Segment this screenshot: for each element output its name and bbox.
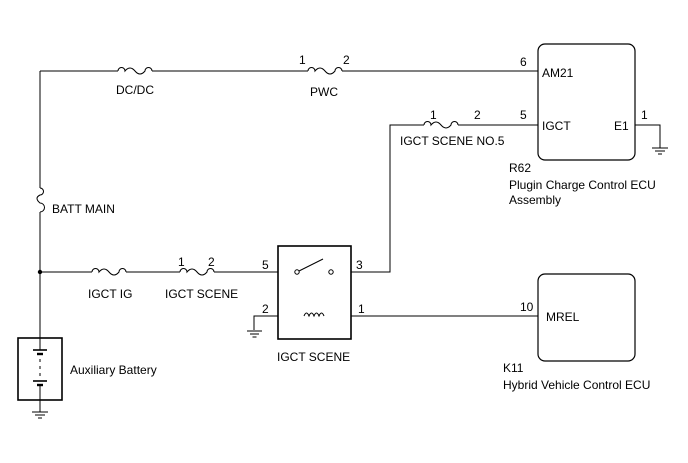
- relay-igct-scene: 5 3 2 1 IGCT SCENE: [262, 245, 365, 364]
- ecu-k11-code: K11: [503, 361, 524, 375]
- ecu-r62-pin-am21: AM21: [542, 66, 574, 80]
- ecu-r62-pin-igct-number: 5: [520, 108, 527, 122]
- relay-pin-2: 2: [262, 302, 269, 316]
- fuse-igct-scene-pin-2: 2: [208, 255, 215, 269]
- ecu-r62-code: R62: [509, 161, 531, 175]
- relay-coil-icon: [303, 312, 325, 318]
- relay-contact-out: [328, 269, 334, 275]
- relay-switch-arm: [298, 258, 324, 272]
- fuse-pwc-pin-2: 2: [343, 53, 350, 67]
- fuse-igct-scene-no5-icon: [423, 121, 459, 129]
- wire-top-main: [39, 70, 538, 188]
- fuse-dcdc-icon: [117, 67, 153, 75]
- fuse-batt-main-label: BATT MAIN: [52, 202, 115, 216]
- fuse-batt-main-icon: [36, 187, 45, 213]
- ecu-k11-box: [537, 273, 636, 362]
- ecu-k11-pin-mrel-number: 10: [520, 300, 534, 314]
- ecu-r62-name-line2: Assembly: [509, 193, 561, 207]
- ecu-k11: 10 MREL K11 Hybrid Vehicle Control ECU: [503, 273, 650, 392]
- relay-contact-in: [294, 269, 300, 275]
- ecu-k11-name: Hybrid Vehicle Control ECU: [503, 378, 650, 392]
- fuse-igct-scene-no5-pin-1: 1: [430, 108, 437, 122]
- ecu-r62: 6 AM21 5 IGCT 1 E1 R62 Plugin Charge Con…: [509, 43, 656, 207]
- junction-dot: [37, 269, 43, 275]
- wire-relay-3-to-igct: [334, 124, 538, 273]
- fuse-igct-scene-icon: [179, 268, 215, 276]
- ground-icon: [247, 330, 262, 338]
- fuse-igct-scene-no5-label: IGCT SCENE NO.5: [400, 134, 505, 148]
- fuse-igct-ig-icon: [91, 268, 127, 276]
- ecu-k11-pin-mrel: MREL: [546, 310, 580, 324]
- wire-e1-ground: [635, 124, 661, 148]
- ecu-r62-pin-e1: E1: [614, 119, 629, 133]
- relay-pin-5: 5: [262, 258, 269, 272]
- ground-icon: [652, 147, 668, 155]
- fuse-dcdc-label: DC/DC: [116, 83, 154, 97]
- relay-box: [277, 245, 352, 340]
- ecu-r62-pin-e1-number: 1: [641, 108, 648, 122]
- fuse-pwc-icon: [307, 67, 343, 75]
- battery-label: Auxiliary Battery: [70, 363, 157, 377]
- fuse-igct-scene-label: IGCT SCENE: [165, 287, 238, 301]
- fuse-pwc-pin-1: 1: [299, 53, 306, 67]
- relay-label: IGCT SCENE: [277, 350, 350, 364]
- ecu-r62-pin-am21-number: 6: [520, 55, 527, 69]
- relay-pin-3: 3: [356, 258, 363, 272]
- fuse-igct-ig-label: IGCT IG: [88, 287, 132, 301]
- fuse-igct-scene-no5-pin-2: 2: [474, 108, 481, 122]
- ground-icon: [32, 411, 48, 419]
- fuse-pwc-label: PWC: [310, 85, 338, 99]
- ecu-r62-pin-igct: IGCT: [542, 119, 571, 133]
- fuse-igct-scene-pin-1: 1: [178, 255, 185, 269]
- relay-pin-1: 1: [358, 302, 365, 316]
- ecu-r62-box: [537, 43, 636, 161]
- ecu-r62-name-line1: Plugin Charge Control ECU: [509, 178, 656, 192]
- battery-icon: [17, 337, 63, 401]
